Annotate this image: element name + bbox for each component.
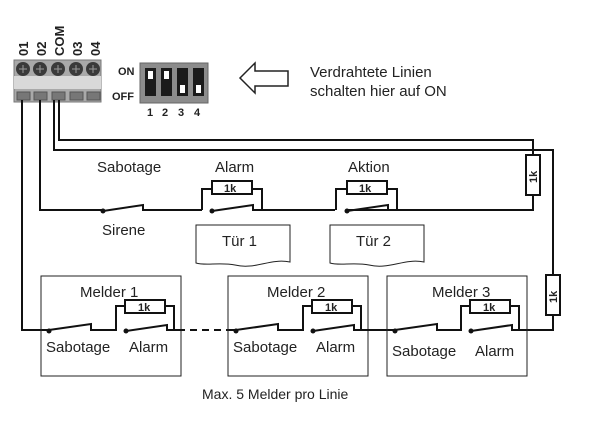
footer-note: Max. 5 Melder pro Linie [202,386,349,402]
lower-end-resistor [545,274,561,316]
dip-switch[interactable]: ON OFF 1 2 3 4 [112,62,209,119]
detector-3-title: Melder 3 [432,284,490,301]
detector-1-sabotage-label: Sabotage [46,339,110,356]
dip-switch-3[interactable] [177,68,188,96]
upper-end-resistor [525,154,541,196]
terminal-sockets [16,91,101,101]
detector-2: Melder 2 1k Sabotage Alarm [227,275,392,377]
terminal-label-01: 01 [16,42,31,56]
detector-2-box [227,275,369,377]
aktion-label: Aktion [348,159,390,176]
dip-number-3: 3 [178,107,184,119]
detector-1-title: Melder 1 [80,284,138,301]
terminal-screws [16,62,100,76]
terminal-block-band [14,76,101,89]
dip-number-1: 1 [147,107,153,119]
detector-2-alarm-label: Alarm [316,339,355,356]
terminal-label-04: 04 [88,41,103,56]
detector-3: Melder 3 1k Sabotage Alarm [386,275,528,377]
alarm-label: Alarm [215,159,254,176]
detector-1-box [40,275,182,377]
terminal-label-03: 03 [70,42,85,56]
upper-end-resistor-value: 1k [528,170,540,183]
detector-2-sabotage-label: Sabotage [233,339,297,356]
detector-3-resistor [469,299,511,314]
detector-3-sabotage-label: Sabotage [392,343,456,360]
alarm-resistor-value: 1k [224,183,237,195]
door-1-label: Tür 1 [222,233,257,250]
detector-3-box [386,275,528,377]
detector-2-resistor-value: 1k [325,302,338,314]
wires [21,100,554,331]
alarm-resistor [211,180,253,195]
detector-2-resistor [311,299,353,314]
detector-1-alarm-label: Alarm [129,339,168,356]
dip-switch-2[interactable] [161,68,172,96]
dip-number-4: 4 [194,107,201,119]
detector-1-resistor [124,299,166,314]
sirene-label: Sirene [102,222,145,239]
dip-switch-1[interactable] [145,68,156,96]
detector-1-resistor-value: 1k [138,302,151,314]
aktion-resistor-value: 1k [359,183,372,195]
instruction-line-1: Verdrahtete Linien [310,64,432,81]
terminal-label-com: COM [52,26,67,56]
detector-1: Melder 1 1k Sabotage Alarm [40,275,182,377]
terminal-label-02: 02 [34,42,49,56]
terminal-block: 01 02 COM 03 04 [13,26,103,103]
detector-2-title: Melder 2 [267,284,325,301]
arrow-left-icon [238,61,289,95]
door-2-shape [329,224,425,267]
detector-3-resistor-value: 1k [483,302,496,314]
dip-off-label: OFF [112,91,134,103]
dip-on-label: ON [118,66,135,78]
door-1-shape [195,224,291,267]
door-2-label: Tür 2 [356,233,391,250]
aktion-resistor [346,180,388,195]
lower-end-resistor-value: 1k [548,290,560,303]
instruction-line-2: schalten hier auf ON [310,83,447,100]
sabotage-label: Sabotage [97,159,161,176]
sabotage-switch [102,203,202,212]
detector-3-alarm-label: Alarm [475,343,514,360]
upper-circuit: Sabotage Sirene Alarm 1k Aktion 1k 1k Tü… [97,154,541,267]
dip-switch-4[interactable] [193,68,204,96]
dip-number-2: 2 [162,107,168,119]
